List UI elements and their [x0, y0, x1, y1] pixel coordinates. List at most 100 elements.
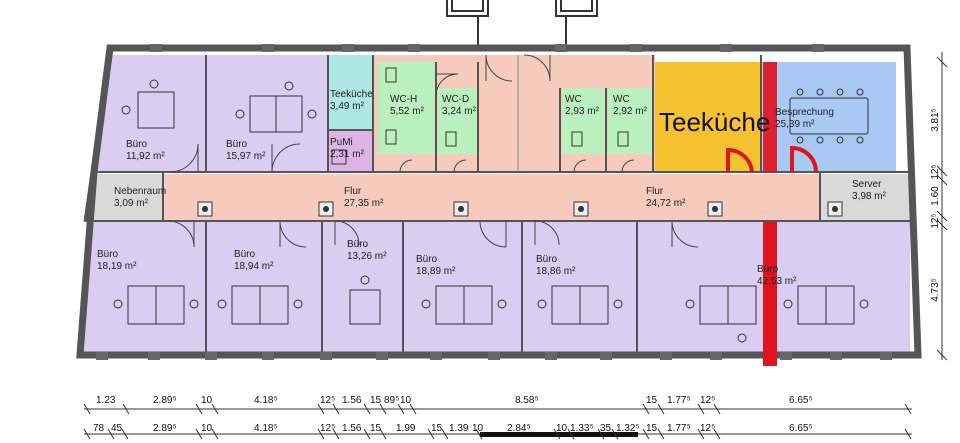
dim1-h: 89⁵: [384, 395, 399, 406]
dim1-i: 10: [400, 395, 412, 406]
doors: [167, 54, 699, 248]
room-area-wch: 5,52 m²: [390, 106, 425, 117]
dim1-d: 4.18⁵: [254, 395, 278, 406]
dim2-m: 2.84⁵: [507, 423, 531, 434]
room-area-wc2: 2,92 m²: [613, 106, 648, 117]
dim2-j: 15: [431, 423, 443, 434]
room-name-buero1: Büro: [126, 139, 148, 150]
room-name-buero3: Büro: [97, 249, 119, 260]
red-marker-top: [763, 62, 777, 172]
room-name-buero2: Büro: [226, 139, 248, 150]
room-area-buero2: 15,97 m²: [226, 151, 266, 162]
room-name-server: Server: [852, 179, 882, 190]
room-fills: [80, 55, 910, 355]
dim1-m: 12⁵: [700, 395, 715, 406]
room-area-buero6: 18,89 m²: [416, 266, 456, 277]
room-area-buero1: 11,92 m²: [126, 151, 165, 162]
dim2-h: 15: [370, 423, 382, 434]
room-name-wc2: WC: [613, 94, 630, 105]
dim2-r: 15: [646, 423, 658, 434]
room-area-buero8: 42,53 m²: [757, 276, 797, 287]
dim2-l: 10: [472, 423, 484, 434]
wch-fill: [378, 62, 436, 154]
red-door-markings: [726, 145, 818, 173]
red-marker-bottom: [763, 222, 777, 366]
pumi-fill: [328, 130, 373, 172]
dim2-p: 35: [600, 423, 612, 434]
dim-right-5: 4.73⁵: [930, 278, 941, 302]
room-name-pumi: PuMi: [330, 137, 353, 148]
dim-right-3: 1.60: [930, 186, 941, 206]
room-name-wcd: WC-D: [442, 94, 469, 105]
room-area-besprechung: 25,39 m²: [775, 119, 815, 130]
dimension-row-1: 1.23 2.89⁵ 10 4.18⁵ 12⁵ 1.56 15 89⁵ 10 8…: [83, 395, 912, 415]
room-name-teekueche-large: Teeküche: [659, 107, 770, 137]
room-labels: Büro 11,92 m² Büro 15,97 m² Teeküche 3,4…: [97, 89, 887, 287]
room-area-flur1: 27,35 m²: [344, 198, 384, 209]
room-name-wc1: WC: [565, 94, 582, 105]
office-fill-4: [206, 222, 322, 355]
room-name-buero7: Büro: [536, 254, 558, 265]
office-fill-3: [80, 222, 206, 355]
dim2-q: 1.32⁵: [616, 423, 640, 434]
dim2-c: 2.89⁵: [153, 423, 177, 434]
dim2-b: 45: [111, 423, 123, 434]
room-area-wc1: 2,93 m²: [565, 106, 600, 117]
top-structures: [446, 0, 598, 48]
room-name-buero5: Büro: [347, 239, 369, 250]
room-area-buero4: 18,94 m²: [234, 261, 274, 272]
office-fill-2: [206, 55, 328, 172]
dim1-e: 12⁵: [320, 395, 335, 406]
dim2-n: 10: [556, 423, 568, 434]
dim2-d: 10: [201, 423, 213, 434]
dim-right-4: 12⁵: [930, 213, 941, 228]
room-name-teekueche-small: Teeküche: [330, 89, 373, 100]
dim1-n: 6.65⁵: [789, 395, 813, 406]
room-area-buero5: 13,26 m²: [347, 251, 387, 262]
dim2-u: 6.65⁵: [789, 423, 813, 434]
dim2-s: 1.77⁵: [667, 423, 691, 434]
dim1-f: 1.56: [342, 395, 362, 406]
room-name-wch: WC-H: [390, 94, 417, 105]
wc1-fill: [562, 88, 606, 154]
room-name-besprechung: Besprechung: [775, 107, 834, 118]
dim2-t: 12⁵: [700, 423, 715, 434]
room-area-teekueche-small: 3,49 m²: [330, 101, 365, 112]
room-area-server: 3,98 m²: [852, 191, 887, 202]
corridor-fixtures: [197, 201, 843, 217]
dim2-o: 1.33⁵: [570, 423, 594, 434]
dim2-k: 1.39: [449, 423, 469, 434]
wc2-fill: [608, 88, 652, 154]
nebenraum-fill: [89, 174, 163, 220]
right-dimension-line: 3.81⁵ 12⁵ 1.60 12⁵ 4.73⁵: [930, 52, 948, 361]
dim2-a: 78: [93, 423, 105, 434]
dim1-b: 2.89⁵: [153, 395, 177, 406]
dim1-c: 10: [201, 395, 213, 406]
room-area-wcd: 3,24 m²: [442, 106, 477, 117]
room-name-nebenraum: Nebenraum: [114, 186, 166, 197]
room-area-pumi: 2,31 m²: [330, 149, 365, 160]
dim1-j: 8.58⁵: [515, 395, 539, 406]
dim2-f: 12⁵: [320, 423, 335, 434]
room-area-nebenraum: 3,09 m²: [114, 198, 149, 209]
dim1-a: 1.23: [96, 395, 116, 406]
room-name-flur2: Flur: [646, 186, 664, 197]
dim2-i: 1.99: [396, 423, 416, 434]
dim-right-2: 12⁵: [930, 164, 941, 179]
office-fill-1: [94, 55, 206, 172]
room-area-buero3: 18,19 m²: [97, 261, 137, 272]
wcd-fill: [438, 88, 478, 154]
dim1-l: 1.77⁵: [667, 395, 691, 406]
office-fill-6: [403, 222, 522, 355]
room-name-buero8: Büro: [757, 264, 779, 275]
dimension-row-2: 78 45 2.89⁵ 10 4.18⁵ 12⁵ 1.56 15 1.99 15…: [83, 423, 912, 440]
furniture: [113, 67, 869, 343]
room-name-flur1: Flur: [344, 186, 362, 197]
dim1-k: 15: [646, 395, 658, 406]
dim2-g: 1.56: [342, 423, 362, 434]
window-pillars: [96, 44, 892, 360]
dim-right-1: 3.81⁵: [930, 108, 941, 132]
dim2-e: 4.18⁵: [254, 423, 278, 434]
room-name-buero6: Büro: [416, 254, 438, 265]
tea-small-fill: [328, 55, 373, 130]
